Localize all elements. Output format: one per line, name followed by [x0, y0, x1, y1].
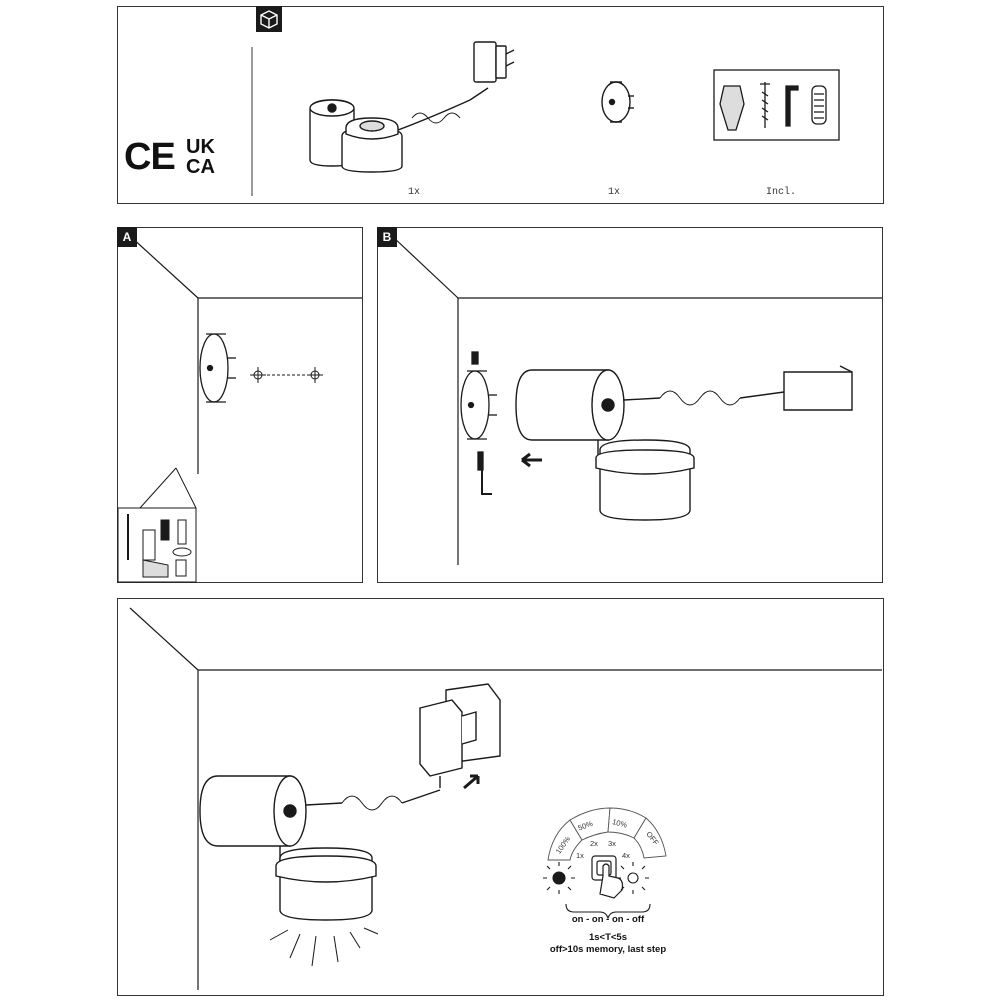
ukca-mark-bottom: CA: [186, 156, 215, 178]
light-on-icon: [543, 862, 575, 894]
step-a-drawing: [117, 235, 362, 583]
mount-plate-illustration: [601, 81, 634, 123]
mount-plate-quantity: 1x: [608, 187, 621, 198]
step-a-mount-plate: [199, 333, 236, 403]
press-count-3: 3x: [608, 839, 616, 848]
sequence-text: on - on - on - off: [571, 914, 645, 925]
press-count-4: 4x: [622, 851, 630, 860]
ce-mark: CE: [124, 136, 176, 178]
hardware-quantity: Incl.: [766, 187, 797, 198]
press-count-1: 1x: [576, 851, 584, 860]
touch-button-icon: [591, 855, 624, 899]
step-b-lamp: [515, 365, 853, 521]
light-off-icon: [617, 862, 649, 894]
timing-text: 1s<T<5s: [588, 932, 628, 943]
drill-hole-markers: [250, 367, 323, 383]
package-contents-drawing: [251, 41, 840, 196]
step-b-drawing: [391, 235, 882, 565]
wall-socket-with-adapter: [419, 683, 501, 788]
lamp-illustration: [309, 41, 515, 173]
light-beam-lines: [269, 927, 379, 967]
level-label-10: 10%: [611, 817, 628, 830]
drill-detail-inset: [117, 467, 197, 583]
step-b-mount-plate: [460, 351, 497, 495]
step-a-tag: A: [117, 227, 137, 247]
ukca-mark-top: UK: [186, 136, 215, 158]
press-count-2: 2x: [590, 839, 598, 848]
package-box-icon: [256, 6, 282, 32]
sequence-brace: [565, 903, 651, 920]
hardware-kit-illustration: [713, 69, 840, 141]
operation-lamp: [199, 775, 441, 921]
lamp-quantity: 1x: [408, 187, 421, 198]
step-b-tag: B: [377, 227, 397, 247]
memory-text: off>10s memory, last step: [549, 944, 667, 955]
